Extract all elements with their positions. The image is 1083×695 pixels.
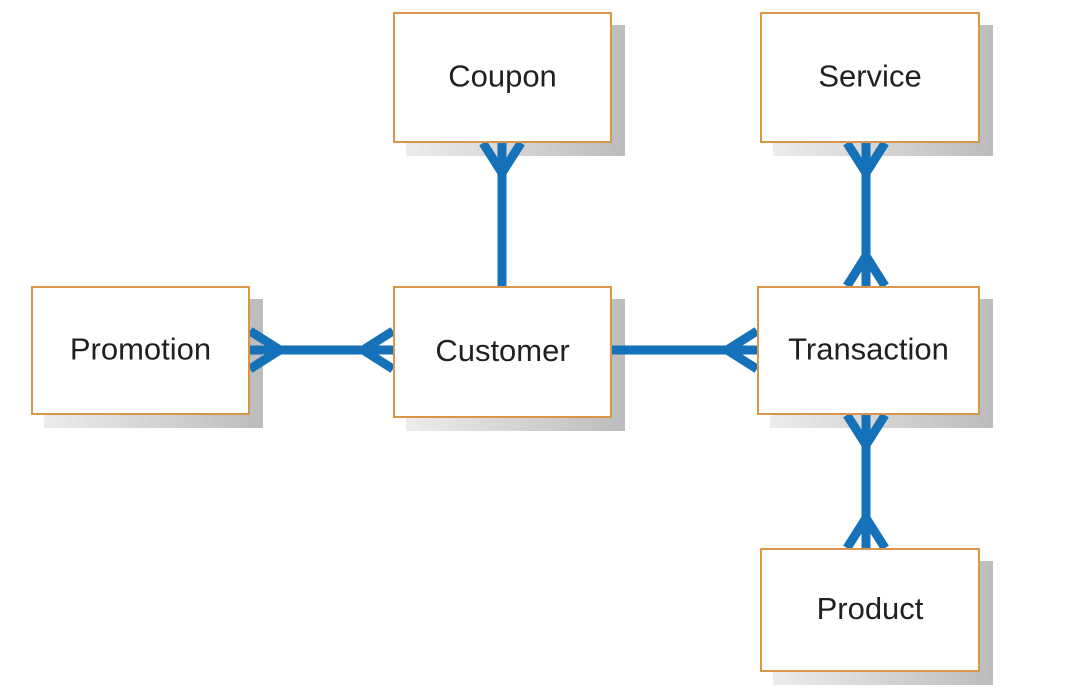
crowsfoot-service-transaction-from-prong-1 [843, 140, 870, 176]
entity-box-coupon[interactable] [393, 12, 612, 143]
crowsfoot-service-transaction-to-prong-0 [843, 253, 870, 289]
crowsfoot-customer-transaction-to-prong-1 [724, 327, 760, 354]
crowsfoot-transaction-product-from-prong-0 [862, 412, 889, 448]
entity-label-coupon: Coupon [448, 59, 557, 94]
entity-service[interactable]: Service [760, 12, 980, 143]
crowsfoot-promotion-customer-from-prong-1 [247, 346, 283, 373]
entity-box-promotion[interactable] [31, 286, 250, 415]
crowsfoot-transaction-product-from-prong-1 [843, 412, 870, 448]
crowsfoot-promotion-customer-to-prong-1 [360, 327, 396, 354]
entity-label-promotion: Promotion [70, 332, 211, 367]
crowsfoot-customer-transaction-to-prong-0 [724, 346, 760, 373]
entity-coupon[interactable]: Coupon [393, 12, 612, 143]
crowsfoot-transaction-product-to-prong-1 [862, 515, 889, 551]
crowsfoot-service-transaction-to-prong-1 [862, 253, 889, 289]
entity-label-transaction: Transaction [788, 332, 949, 367]
entity-box-customer[interactable] [393, 286, 612, 418]
crowsfoot-service-transaction-from-prong-0 [862, 140, 889, 176]
entity-promotion[interactable]: Promotion [31, 286, 250, 415]
crowsfoot-promotion-customer-from-prong-0 [247, 327, 283, 354]
entity-product[interactable]: Product [760, 548, 980, 672]
crowsfoot-promotion-customer-to-prong-0 [360, 346, 396, 373]
entity-box-transaction[interactable] [757, 286, 980, 415]
entity-label-product: Product [817, 591, 924, 626]
entity-box-product[interactable] [760, 548, 980, 672]
relationship-promotion-customer[interactable] [247, 327, 396, 373]
crowsfoot-coupon-customer-from-prong-0 [498, 140, 525, 176]
relationship-coupon-customer[interactable] [479, 140, 525, 286]
entity-customer[interactable]: Customer [393, 286, 612, 418]
entity-label-service: Service [818, 59, 921, 94]
crowsfoot-coupon-customer-from-prong-1 [479, 140, 506, 176]
entity-label-customer: Customer [435, 333, 569, 368]
relationship-service-transaction[interactable] [843, 140, 889, 289]
entity-box-service[interactable] [760, 12, 980, 143]
relationship-layer [247, 140, 889, 551]
relationship-customer-transaction[interactable] [612, 327, 760, 373]
entity-transaction[interactable]: Transaction [757, 286, 980, 415]
crowsfoot-transaction-product-to-prong-0 [843, 515, 870, 551]
relationship-transaction-product[interactable] [843, 412, 889, 551]
